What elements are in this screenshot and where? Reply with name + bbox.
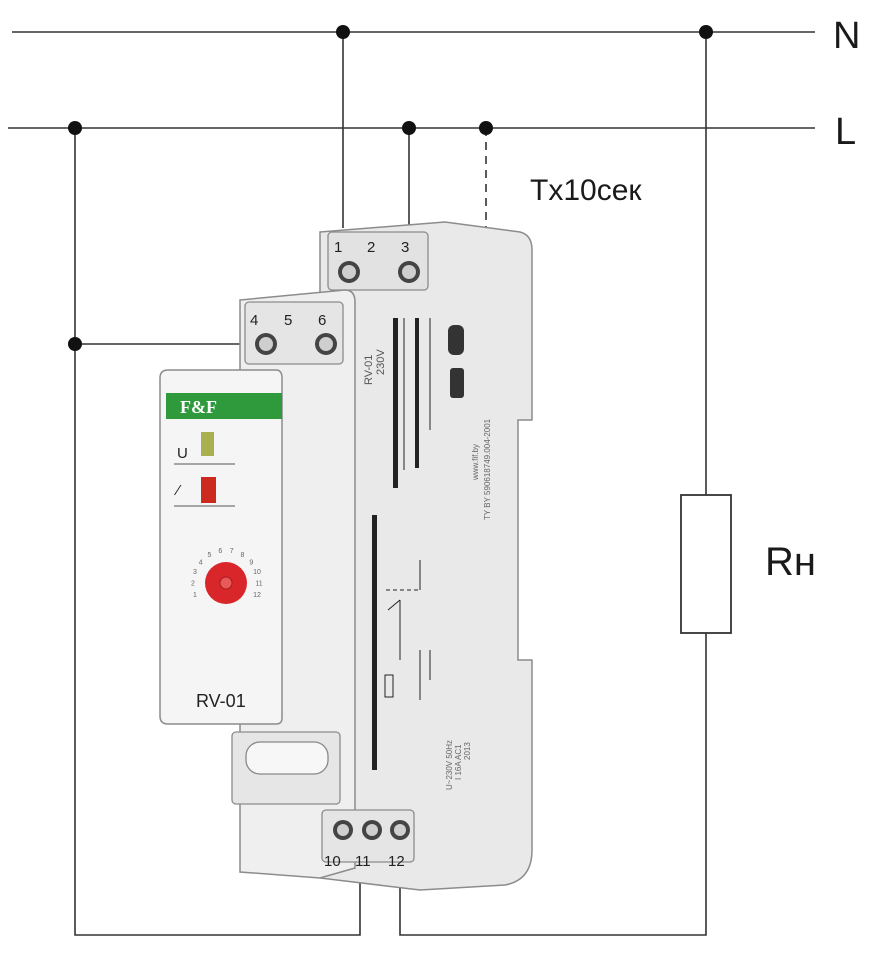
schematic-bar	[415, 318, 419, 468]
terminal-1-label: 1	[334, 239, 342, 256]
schematic-line	[387, 599, 401, 611]
brand-logo: F&F	[180, 397, 217, 417]
side-voltage-text: 230V	[375, 349, 387, 375]
terminal-5-label: 5	[284, 312, 292, 329]
junction-dot	[699, 25, 713, 39]
dial-mark: 5	[208, 552, 212, 559]
dial-mark: 7	[230, 548, 234, 555]
dial-mark: 8	[241, 552, 245, 559]
terminal-10-label: 10	[324, 853, 341, 870]
relay-indicator-label: ⁄	[173, 482, 182, 499]
rating-line-1: U~230V 50Hz	[445, 740, 454, 790]
schematic-bar	[372, 515, 377, 770]
timing-label: Tx10сек	[530, 174, 642, 207]
wire-load-to-terminal-12	[399, 633, 707, 936]
device-model-label: RV-01	[196, 691, 246, 711]
slot-lower	[450, 368, 464, 398]
screw-1-head	[342, 265, 356, 279]
relay-led	[201, 477, 216, 503]
brand-strip	[166, 393, 282, 419]
dial-mark: 10	[253, 569, 261, 576]
device-front-panel	[159, 369, 283, 725]
wire-l-left-drop	[74, 128, 361, 936]
terminal-11-label: 11	[355, 853, 371, 870]
junction-dots	[68, 25, 713, 351]
terminal-12-label: 12	[388, 853, 405, 870]
screw-12-head	[394, 824, 406, 836]
power-led	[201, 432, 214, 456]
side-spec-text: TY BY 590618749.004-2001	[483, 418, 492, 520]
screw-10-head	[337, 824, 349, 836]
bottom-clip-slot	[245, 741, 329, 775]
junction-dot	[68, 121, 82, 135]
dial-mark: 12	[253, 592, 261, 599]
side-slot	[448, 325, 464, 398]
live-label: L	[835, 111, 856, 153]
junction-dot	[68, 337, 82, 351]
timer-knob-center	[219, 576, 233, 590]
schematic-bar	[393, 318, 398, 488]
terminal-3-label: 3	[401, 239, 409, 256]
screw-6-head	[319, 337, 333, 351]
neutral-label: N	[833, 15, 860, 57]
side-model-text: RV-01	[363, 355, 375, 385]
terminal-2-label: 2	[367, 239, 375, 256]
screw-3-head	[402, 265, 416, 279]
screw-terminals-top-rear	[338, 261, 420, 283]
screw-4-head	[259, 337, 273, 351]
schematic-coil	[384, 674, 394, 698]
dial-mark: 1	[193, 592, 197, 599]
dial-mark: 6	[218, 548, 222, 555]
side-schematic	[372, 318, 431, 770]
load-resistor	[680, 494, 732, 634]
junction-dot	[402, 121, 416, 135]
terminal-4-label: 4	[250, 312, 258, 329]
junction-dot	[479, 121, 493, 135]
dial-mark: 9	[249, 559, 253, 566]
screw-11-head	[366, 824, 378, 836]
power-indicator-label: U	[177, 445, 188, 462]
load-label: Rн	[765, 540, 816, 584]
slot-upper	[448, 325, 464, 355]
terminal-6-label: 6	[318, 312, 326, 329]
rating-line-2: I 16A AC1	[454, 744, 463, 780]
dial-mark: 4	[199, 559, 203, 566]
dial-mark: 11	[255, 581, 262, 588]
dial-mark: 2	[191, 581, 195, 588]
rating-line-3: 2013	[463, 742, 472, 760]
junction-dot	[336, 25, 350, 39]
dial-mark: 3	[193, 569, 197, 576]
side-web-text: www.fif.by	[471, 444, 480, 481]
